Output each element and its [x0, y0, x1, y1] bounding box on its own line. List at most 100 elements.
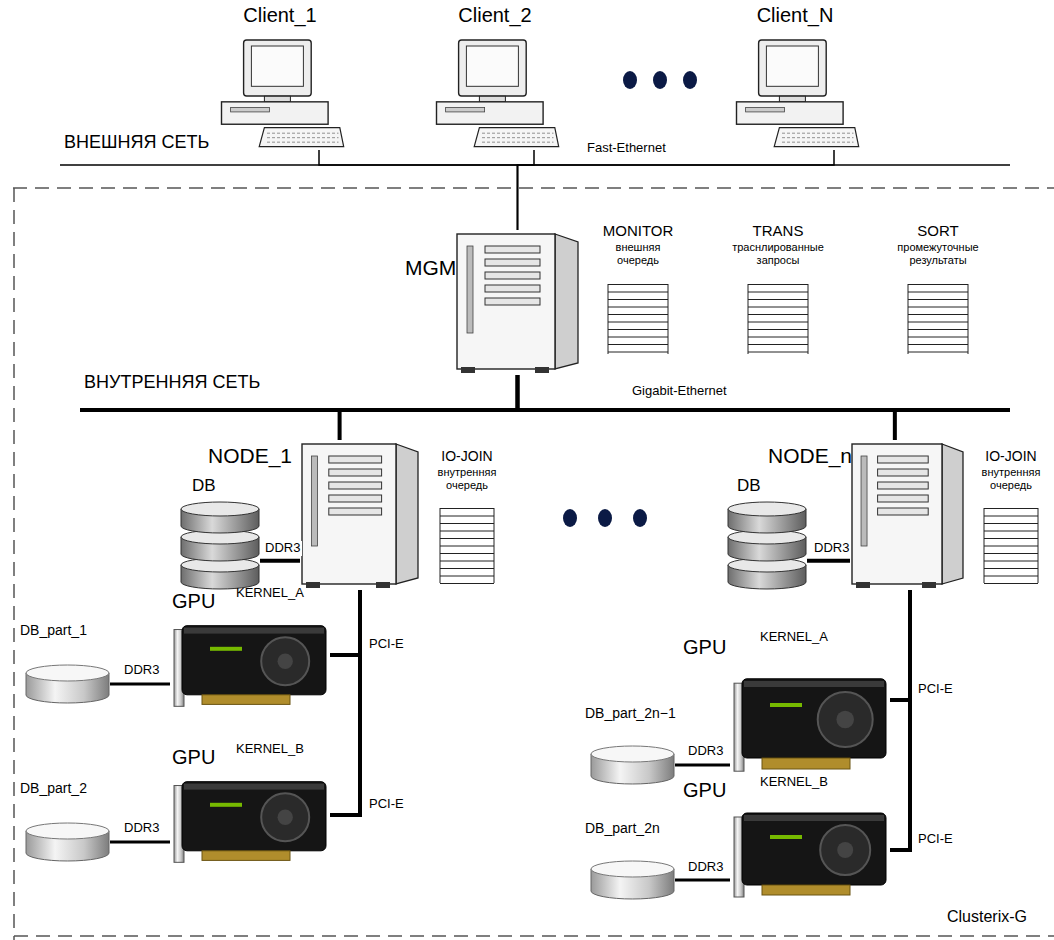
- text-holder: GPU: [172, 590, 215, 613]
- gpu-card-outline: [170, 774, 330, 870]
- node-label: DB_part_2: [20, 780, 87, 796]
- node-label: NODE_n: [768, 444, 852, 468]
- network-link: [340, 375, 518, 440]
- text-holder: DDR3: [686, 860, 725, 875]
- text-holder: PCI-E: [367, 637, 406, 652]
- text-holder: MONITOR: [583, 222, 693, 239]
- shape-art: [174, 782, 326, 863]
- shape-art: [222, 40, 344, 147]
- link-label: DDR3: [686, 860, 725, 875]
- memory-disk-outline: [590, 860, 675, 900]
- shape-art: [440, 508, 494, 584]
- text-holder: GPU: [172, 746, 215, 769]
- text-holder: GPU: [683, 779, 726, 802]
- text-holder: ВНУТРЕННЯЯ СЕТЬ: [82, 372, 262, 393]
- node-sublabel: KERNEL_B: [236, 742, 304, 757]
- server-tower: MGM: [405, 230, 580, 377]
- text-holder: Client_N: [730, 4, 860, 27]
- text-holder: Client_2: [430, 4, 560, 27]
- text-holder: Clusterix-G: [947, 908, 1027, 926]
- network-link: [330, 590, 360, 655]
- link-label: PCI-E: [916, 832, 955, 847]
- node-sublabel: внутренняя очередь: [427, 466, 507, 491]
- gpu-card: GPU KERNEL_B: [168, 742, 333, 874]
- link-label: DDR3: [122, 663, 161, 678]
- text-holder: промежуточные результаты: [888, 241, 988, 266]
- network-label: ВНУТРЕННЯЯ СЕТЬ: [82, 372, 262, 393]
- text-holder: PCI-E: [916, 832, 955, 847]
- text-holder: IO-JOIN: [972, 448, 1050, 464]
- shape-art: [26, 665, 109, 703]
- node-sublabel: KERNEL_A: [760, 630, 828, 645]
- queue-stack: TRANS траснлированные запросы: [723, 222, 835, 357]
- shape-art: [437, 40, 559, 147]
- client-computer: Client_2: [430, 4, 562, 150]
- server-tower-outline: [300, 440, 420, 590]
- text-holder: Gigabit-Ethernet: [630, 384, 729, 399]
- client-computer: Client_1: [215, 4, 347, 150]
- node-label: IO-JOIN: [972, 448, 1050, 464]
- network-link: [110, 841, 170, 844]
- node-sublabel: траснлированные запросы: [728, 241, 828, 266]
- memory-disk-outline: [25, 822, 110, 862]
- shape-art: [852, 444, 963, 588]
- text-holder: GPU: [683, 636, 726, 659]
- node-label: DB_part_1: [20, 622, 87, 638]
- queue-stack-outline: [439, 508, 495, 583]
- ellipsis-dots: [563, 71, 697, 527]
- node-label: MGM: [405, 256, 456, 280]
- network-label: Gigabit-Ethernet: [630, 384, 729, 399]
- client-computer-outline: [430, 38, 560, 150]
- network-link: [675, 764, 730, 767]
- cluster-region: Clusterix-G MGM MONITOR внешняя очередь TRAN…: [12, 186, 1054, 940]
- network-link: [260, 559, 300, 563]
- queue-stack-outline: [907, 284, 969, 354]
- shape-art: [591, 746, 674, 784]
- node-sublabel: KERNEL_A: [236, 586, 304, 601]
- text-holder: SORT: [883, 222, 993, 239]
- text-holder: DDR3: [812, 541, 851, 556]
- node-label: TRANS: [723, 222, 833, 239]
- shape-art: [908, 284, 968, 354]
- text-holder: PCI-E: [367, 797, 406, 812]
- network-link: [890, 590, 910, 700]
- text-holder: DB_part_2n−1: [585, 705, 676, 721]
- link-label: DDR3: [812, 541, 851, 556]
- node-label: DB: [192, 476, 216, 496]
- text-holder: траснлированные запросы: [728, 241, 828, 266]
- network-link: [319, 150, 518, 230]
- shape-art: [984, 508, 1038, 584]
- text-holder: NODE_n: [768, 444, 852, 468]
- server-tower-outline: [455, 230, 580, 375]
- text-holder: MGM: [405, 256, 456, 280]
- node-label: IO-JOIN: [425, 448, 509, 464]
- node-label: Client_1: [215, 4, 345, 27]
- queue-stack: IO-JOIN внутренняя очередь: [972, 448, 1052, 588]
- server-tower-outline: [850, 440, 965, 590]
- queue-stack: IO-JOIN внутренняя очередь: [425, 448, 511, 588]
- network-link: [518, 375, 895, 440]
- text-holder: PCI-E: [916, 682, 955, 697]
- link-label: PCI-E: [367, 637, 406, 652]
- shape-art: [748, 284, 808, 354]
- text-holder: Client_1: [215, 4, 345, 27]
- memory-disk: DB_part_2n−1: [585, 705, 685, 791]
- text-holder: внутренняя очередь: [972, 466, 1050, 491]
- network-link: [110, 683, 170, 686]
- text-holder: DB_part_2n: [585, 820, 660, 836]
- memory-disk: DB_part_1: [20, 622, 115, 708]
- text-holder: IO-JOIN: [425, 448, 509, 464]
- node-label: DB_part_2n−1: [585, 705, 676, 721]
- gpu-card-outline: [730, 670, 890, 780]
- text-holder: DB_part_1: [20, 622, 87, 638]
- text-holder: внутренняя очередь: [427, 466, 507, 491]
- text-holder: внешняя очередь: [598, 241, 678, 266]
- network-link: [675, 879, 730, 882]
- client-computer-outline: [215, 38, 345, 150]
- node-label: GPU: [683, 779, 726, 802]
- shape-art: [737, 40, 859, 147]
- network-link: [330, 590, 360, 815]
- network-label: Fast-Ethernet: [585, 141, 668, 156]
- link-label: DDR3: [686, 744, 725, 759]
